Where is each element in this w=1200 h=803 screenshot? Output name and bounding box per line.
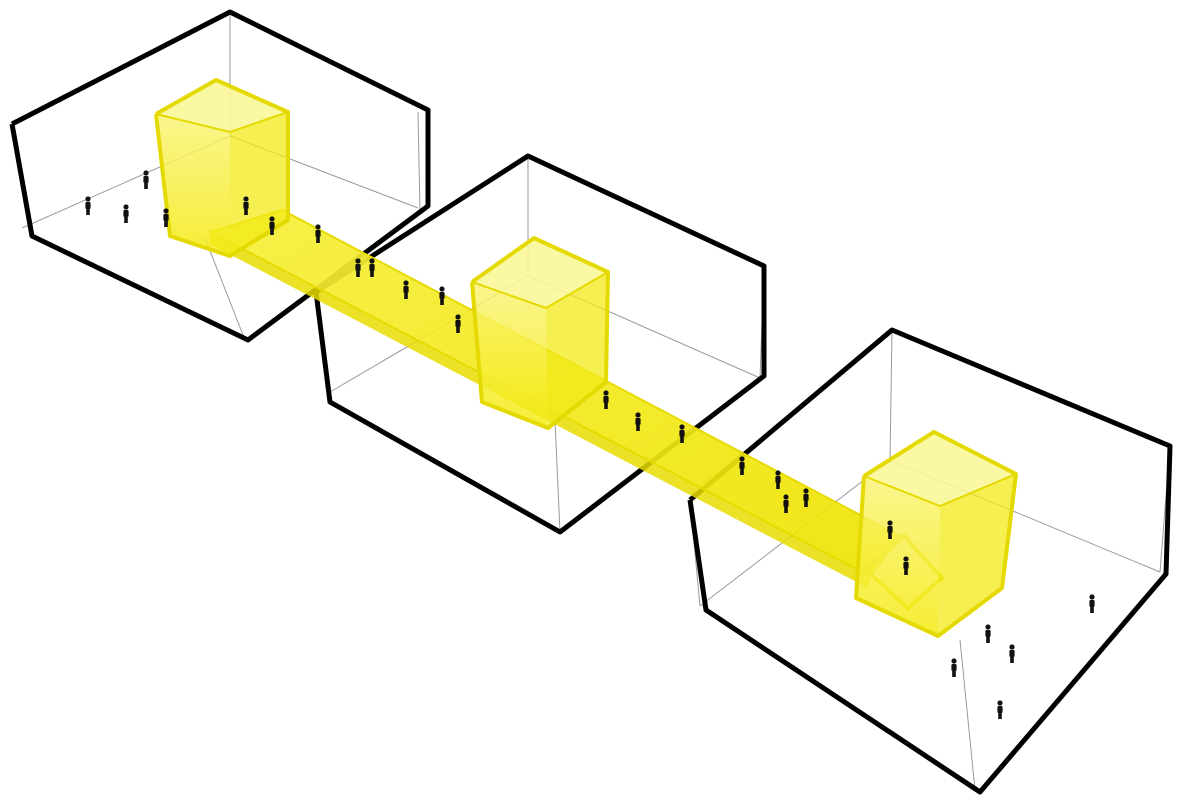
- core-2: [470, 236, 610, 430]
- enclosure-3-inner-line: [959, 639, 976, 791]
- person-figure: [439, 286, 445, 305]
- person-figure: [143, 170, 149, 189]
- core-2-front: [472, 282, 548, 428]
- person-figure: [369, 258, 375, 277]
- person-figure: [635, 412, 641, 431]
- person-figure: [783, 494, 789, 513]
- enclosure-2-outline: [313, 153, 767, 535]
- enclosure-3-inner-line: [889, 329, 893, 461]
- core-1-front: [156, 114, 230, 256]
- enclosure-1-inner-line: [417, 111, 421, 213]
- person-figure: [269, 216, 275, 235]
- core-3-top: [864, 432, 1016, 506]
- core-1-top: [156, 80, 288, 132]
- enclosure-3-outline: [687, 327, 1173, 795]
- person-figure: [679, 424, 685, 443]
- person-figure: [951, 658, 957, 677]
- person-figure: [403, 280, 409, 299]
- enclosure-2-inner-line: [554, 419, 561, 533]
- person-figure: [1089, 594, 1095, 613]
- person-figure: [243, 196, 249, 215]
- person-figure: [163, 208, 169, 227]
- core-1-inner-edge: [155, 111, 289, 134]
- person-figure: [355, 258, 361, 277]
- core-2-side: [546, 272, 608, 428]
- person-figure: [85, 196, 91, 215]
- core-2-top: [472, 238, 608, 308]
- enclosure-1-top-outline: [9, 9, 431, 343]
- person-figure: [739, 456, 745, 475]
- core-2-edges: [470, 236, 610, 430]
- enclosure-3: [687, 327, 1173, 795]
- core-1-edges: [154, 78, 290, 258]
- person-figure: [123, 204, 129, 223]
- core-3-edges: [854, 430, 1018, 638]
- person-figure: [903, 556, 909, 575]
- occupant-figures: [85, 170, 1095, 719]
- person-figure: [455, 314, 461, 333]
- person-figure: [985, 624, 991, 643]
- core-3-inner-edge: [863, 473, 1017, 508]
- core-1: [154, 78, 290, 258]
- person-figure: [997, 700, 1003, 719]
- person-figure: [603, 390, 609, 409]
- enclosure-1-inner-line: [204, 237, 246, 341]
- person-figure: [1009, 644, 1015, 663]
- core-3-front: [856, 476, 940, 636]
- core-2-inner-edge: [471, 271, 609, 310]
- core-3-side: [938, 474, 1016, 636]
- person-figure: [887, 520, 893, 539]
- person-figure: [315, 224, 321, 243]
- core-3: [854, 430, 1018, 638]
- person-figure: [803, 488, 809, 507]
- person-figure: [775, 470, 781, 489]
